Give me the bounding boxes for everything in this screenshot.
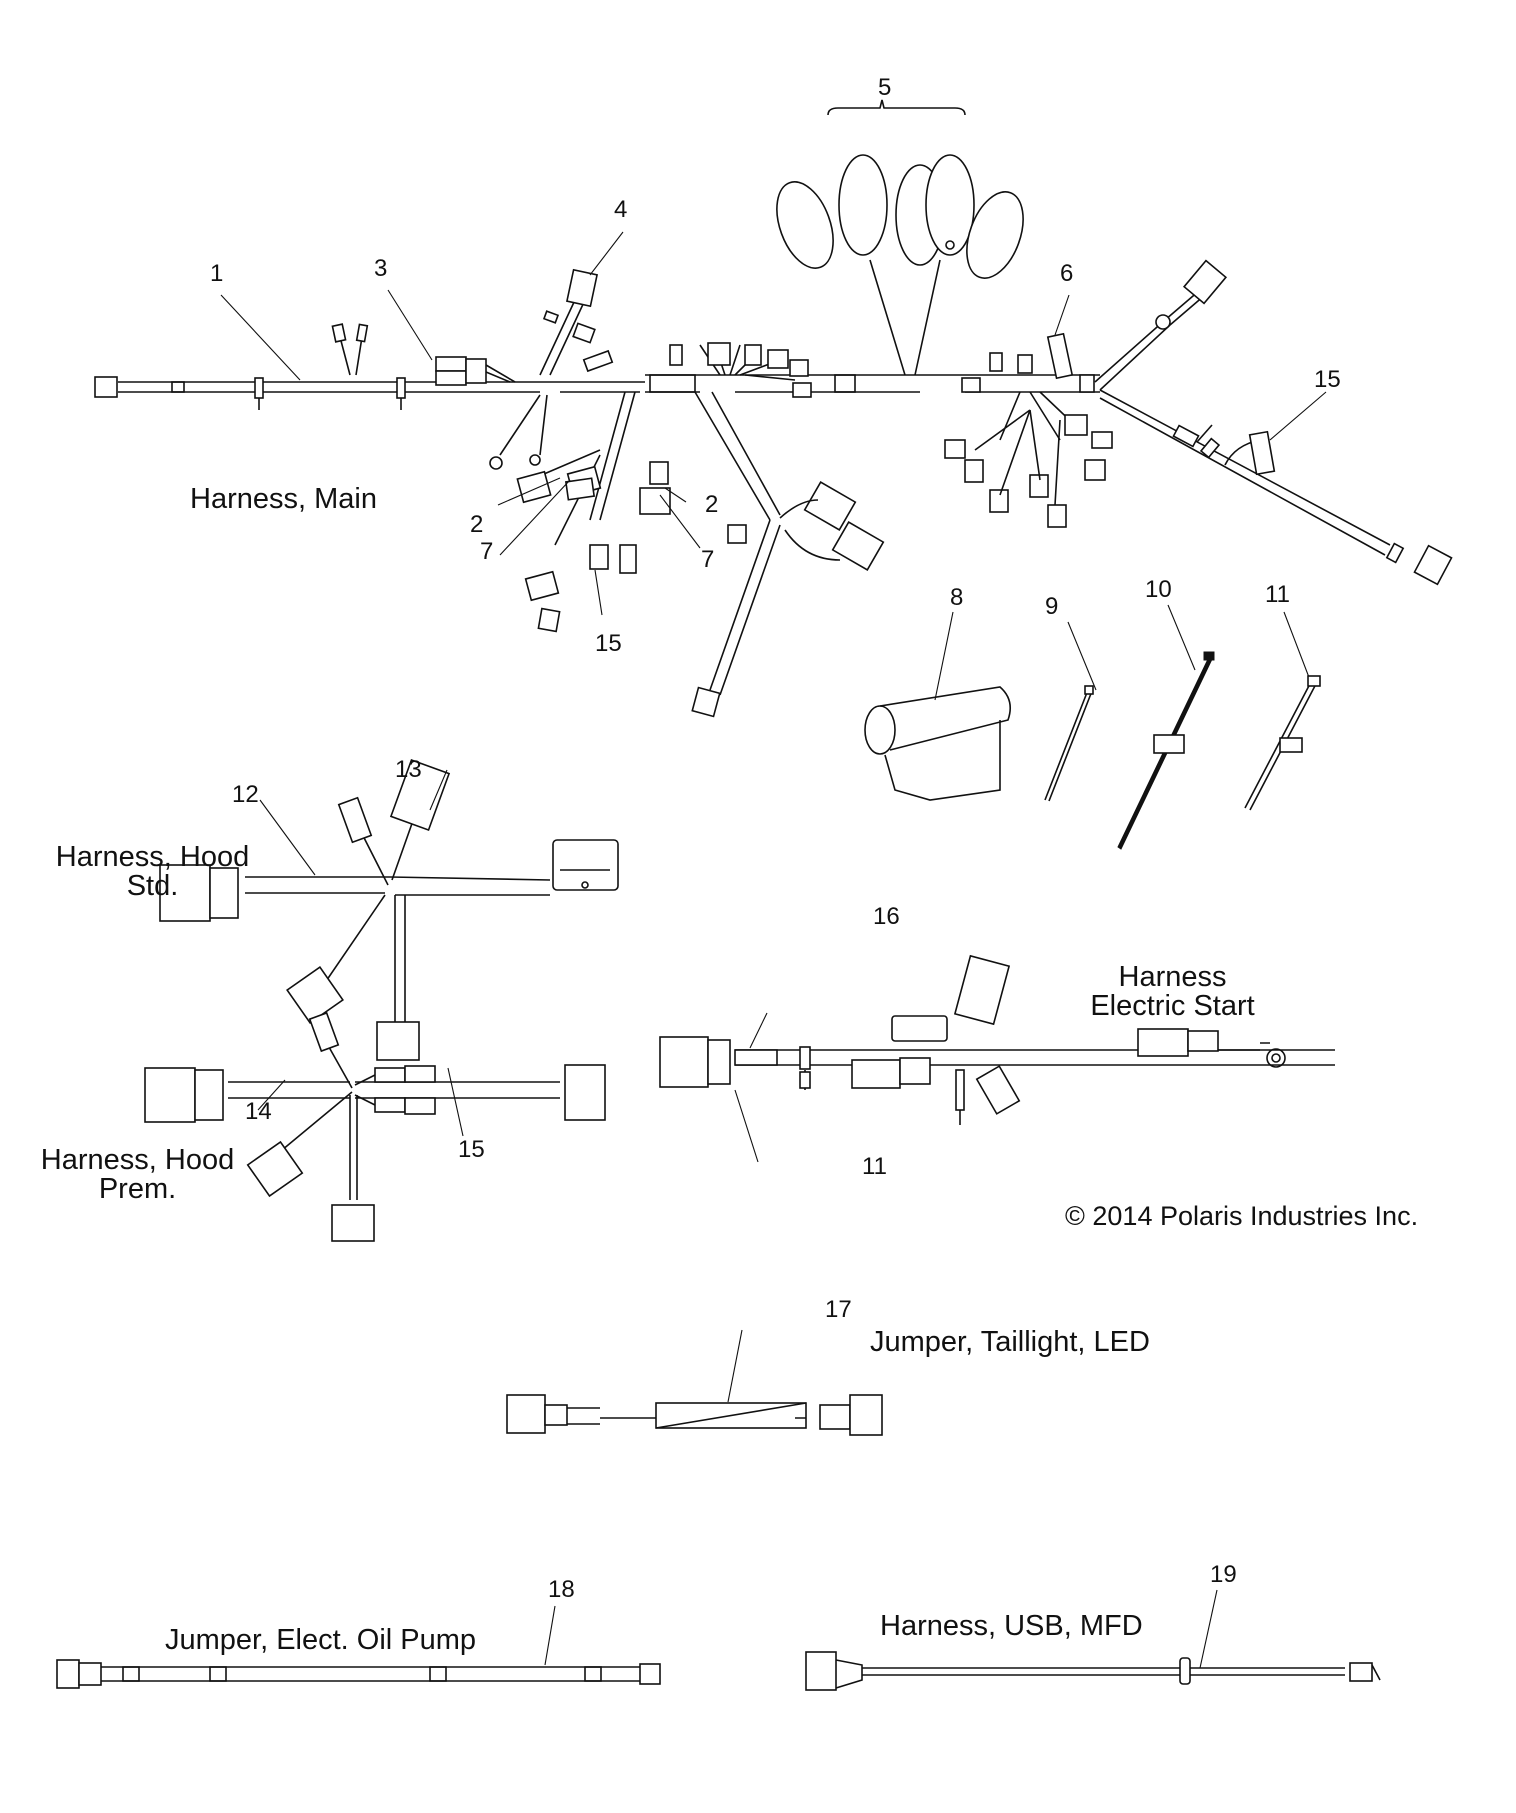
title-line-1: Harness, Hood [40,1144,235,1176]
hood-std-left-connector-icon [159,864,211,922]
callout-11-hardware: 11 [1265,581,1290,608]
callout-19: 19 [1210,1561,1237,1588]
callout-9: 9 [1045,593,1059,620]
callout-14: 14 [245,1098,272,1125]
connector-4-icon [565,268,599,308]
usb-left-connector-icon [805,1651,837,1691]
callout-4: 4 [614,196,628,223]
callout-2-right: 2 [705,491,719,518]
callout-16: 16 [873,903,900,930]
connector-13-icon [389,758,451,832]
callout-15-main-left: 15 [595,630,622,657]
oil-pump-jumper [56,1605,661,1689]
callout-15-main-right: 15 [1314,366,1341,393]
push-clip-icon [396,377,406,410]
push-tie-11-icon [1244,675,1321,811]
main-end-connector-icon [94,376,118,398]
callout-17: 17 [825,1296,852,1323]
taillight-jumper [506,1329,883,1436]
copyright-notice: © 2014 Polaris Industries Inc. [1065,1201,1419,1231]
es-relay-icon [953,954,1011,1026]
callout-3: 3 [374,255,388,282]
main-harness [94,99,1453,718]
title-line-1: Harness, Hood [55,841,250,873]
title-line-2: Std. [126,870,179,902]
callout-12: 12 [232,781,259,808]
cable-tie-clip-10-icon [1117,651,1215,850]
push-clip-icon [254,377,264,410]
hood-std-right-connector-icon [552,839,619,891]
usb-harness [805,1589,1381,1691]
connector-15-icon [1248,430,1276,476]
title-harness-hood-std: Harness, Hood Std. [40,843,265,901]
hood-prem-right-connector-icon [564,1064,606,1121]
title-harness-hood-prem: Harness, Hood Prem. [25,1146,250,1204]
title-line-2: Prem. [98,1173,177,1205]
sensor-5-icon [776,154,1024,279]
title-harness-electric-start: Harness Electric Start [1070,963,1275,1021]
oil-pump-left-connector-icon [56,1659,80,1689]
callout-18: 18 [548,1576,575,1603]
title-harness-usb-mfd: Harness, USB, MFD [880,1610,1143,1642]
hood-std-harness [159,758,619,1061]
callout-11-electric-start: 11 [862,1153,887,1180]
callout-5: 5 [878,74,892,101]
usb-plug-icon [1349,1662,1373,1682]
connector-6-icon [1046,332,1074,380]
es-left-connector-icon [659,1036,709,1088]
electric-start-harness [659,954,1335,1163]
right-end-connector-icon [1413,544,1453,586]
relay-connector-icon [435,356,516,386]
callout-15-hood-prem: 15 [458,1136,485,1163]
conduit-8-icon [864,686,1011,801]
callout-8: 8 [950,584,964,611]
callout-2-left: 2 [470,511,484,538]
title-harness-main: Harness, Main [190,483,377,515]
hood-prem-left-connector-icon [144,1067,196,1123]
callout-6: 6 [1060,260,1074,287]
callout-7-left: 7 [480,538,494,565]
taillight-right-connector-icon [849,1394,883,1436]
title-jumper-oil-pump: Jumper, Elect. Oil Pump [165,1624,477,1656]
callout-10: 10 [1145,576,1172,603]
fuse-holder-icon [891,1015,948,1042]
taillight-left-connector-icon [506,1394,546,1434]
hood-prem-harness [144,1011,606,1242]
title-jumper-taillight-led: Jumper, Taillight, LED [870,1326,1150,1358]
oil-pump-right-connector-icon [639,1663,661,1685]
hardware-parts [864,604,1321,850]
callout-13: 13 [395,756,422,783]
title-line-1: Harness [1118,961,1227,993]
cable-tie-9-icon [1044,685,1094,802]
callout-7-right: 7 [701,546,715,573]
callout-1: 1 [210,260,224,287]
title-line-2: Electric Start [1090,990,1255,1022]
upper-right-connector-icon [1182,259,1228,305]
